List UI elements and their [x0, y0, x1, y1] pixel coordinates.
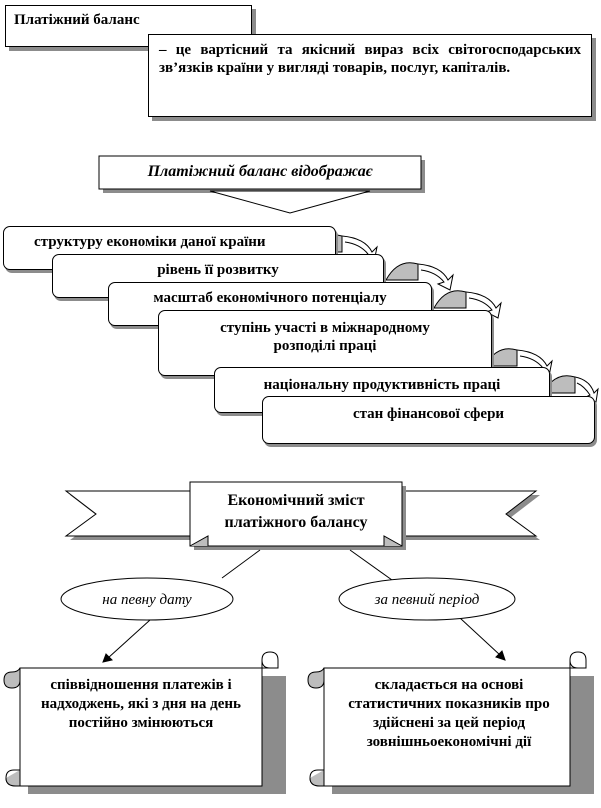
curl-arrow-icon: [385, 262, 419, 281]
definition-box: – це вартісний та якісний вираз всіх сві…: [148, 34, 592, 117]
reflects-item-label: рівень її розвитку: [157, 262, 279, 278]
scroll-left: [3, 651, 286, 794]
oval-date: [60, 577, 234, 621]
oval-period: [338, 577, 516, 621]
content-ribbon: [64, 481, 540, 550]
reflects-item-label: структуру економіки даної країни: [34, 234, 266, 250]
scroll-right-text: складається на основі статистичних показ…: [348, 677, 550, 750]
scroll-left-text: співвідношення платежів і надходжень, як…: [41, 677, 241, 731]
reflects-item-label: національну продуктивність праці: [263, 377, 501, 393]
oval-period-label: за певний період: [374, 592, 480, 608]
reflects-item-label: стан фінансової сфери: [352, 406, 505, 422]
reflects-heading: Платіжний баланс відображає: [147, 163, 373, 180]
oval-date-label: на певну дату: [102, 592, 192, 608]
reflects-item-label: масштаб економічного потенціалу: [153, 290, 387, 306]
reflects-item-label: ступінь участі в міжнародному розподілі …: [220, 320, 430, 354]
content-heading: Економічний зміст платіжного балансу: [224, 492, 368, 531]
curl-arrow-icon: [465, 291, 502, 319]
reflects-heading-arrow: [209, 190, 371, 214]
curl-arrow-icon: [433, 290, 467, 309]
arrow-head-icon: [495, 650, 506, 661]
branch-lines: [102, 549, 506, 663]
arrow-head-icon: [102, 653, 113, 663]
page-title: Платіжний баланс: [14, 12, 140, 28]
definition-text: – це вартісний та якісний вираз всіх сві…: [159, 42, 581, 76]
curl-arrow-icon: [574, 376, 599, 403]
reflects-item-participation: ступінь участі в міжнародному розподілі …: [158, 310, 492, 376]
reflects-heading-box: [98, 155, 422, 190]
scroll-right: [307, 651, 594, 794]
curl-arrow-icon: [417, 263, 454, 291]
reflects-item-finance: стан фінансової сфери: [262, 396, 595, 444]
